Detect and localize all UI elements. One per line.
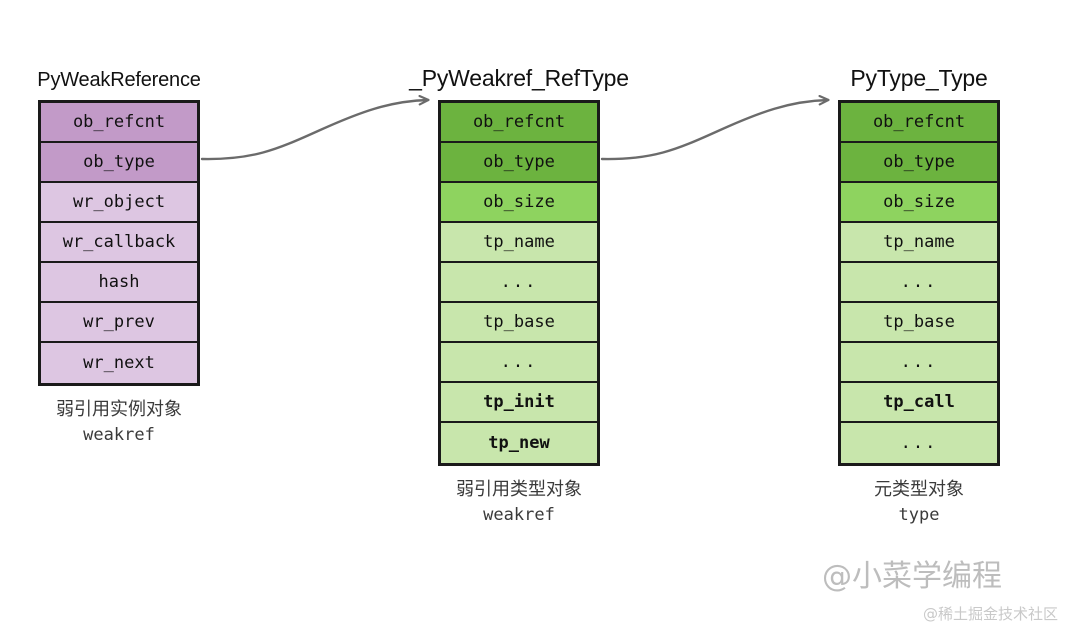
struct-field-wr_next: wr_next bbox=[41, 343, 197, 383]
struct-field-ellipsis-4: ... bbox=[441, 263, 597, 303]
struct-field-ob_size: ob_size bbox=[441, 183, 597, 223]
struct-field-tp_base: tp_base bbox=[441, 303, 597, 343]
watermark-site: @稀土掘金技术社区 bbox=[922, 605, 1058, 623]
struct-title-pytype-type: PyType_Type bbox=[850, 65, 988, 91]
struct-field-ob_type: ob_type bbox=[841, 143, 997, 183]
caption-en: weakref bbox=[483, 504, 555, 525]
caption-cn: 元类型对象 bbox=[874, 479, 964, 500]
struct-field-ellipsis-8: ... bbox=[841, 423, 997, 463]
caption-cn: 弱引用类型对象 bbox=[456, 479, 582, 500]
struct-field-ellipsis-6: ... bbox=[441, 343, 597, 383]
arrow-weakref-obtype-to-reftype bbox=[200, 100, 428, 161]
struct-field-tp_new: tp_new bbox=[441, 423, 597, 463]
struct-field-tp_init: tp_init bbox=[441, 383, 597, 423]
struct-field-tp_call: tp_call bbox=[841, 383, 997, 423]
struct-field-wr_callback: wr_callback bbox=[41, 223, 197, 263]
struct-field-hash: hash bbox=[41, 263, 197, 303]
struct-field-tp_name: tp_name bbox=[441, 223, 597, 263]
struct-field-ob_type: ob_type bbox=[441, 143, 597, 183]
caption-cn: 弱引用实例对象 bbox=[56, 399, 182, 420]
struct-field-ellipsis-6: ... bbox=[841, 343, 997, 383]
caption-en: type bbox=[898, 504, 940, 525]
struct-field-ob_refcnt: ob_refcnt bbox=[841, 103, 997, 143]
struct-field-tp_base: tp_base bbox=[841, 303, 997, 343]
arrow-reftype-obtype-to-pytype bbox=[600, 100, 828, 161]
struct-field-wr_object: wr_object bbox=[41, 183, 197, 223]
struct-title-pyweakreference: PyWeakReference bbox=[37, 69, 201, 91]
caption-en: weakref bbox=[83, 424, 155, 445]
struct-field-ob_refcnt: ob_refcnt bbox=[441, 103, 597, 143]
struct-field-wr_prev: wr_prev bbox=[41, 303, 197, 343]
struct-title-pyweakref-reftype: _PyWeakref_RefType bbox=[409, 65, 629, 91]
struct-field-tp_name: tp_name bbox=[841, 223, 997, 263]
struct-caption-pyweakref-reftype: 弱引用类型对象 weakref bbox=[456, 477, 582, 527]
struct-field-ob_size: ob_size bbox=[841, 183, 997, 223]
struct-caption-pytype-type: 元类型对象 type bbox=[874, 477, 964, 527]
struct-field-ob_type: ob_type bbox=[41, 143, 197, 183]
watermark-author: @小菜学编程 bbox=[822, 559, 1002, 594]
struct-field-ob_refcnt: ob_refcnt bbox=[41, 103, 197, 143]
struct-caption-pyweakreference: 弱引用实例对象 weakref bbox=[56, 397, 182, 447]
struct-field-ellipsis-4: ... bbox=[841, 263, 997, 303]
